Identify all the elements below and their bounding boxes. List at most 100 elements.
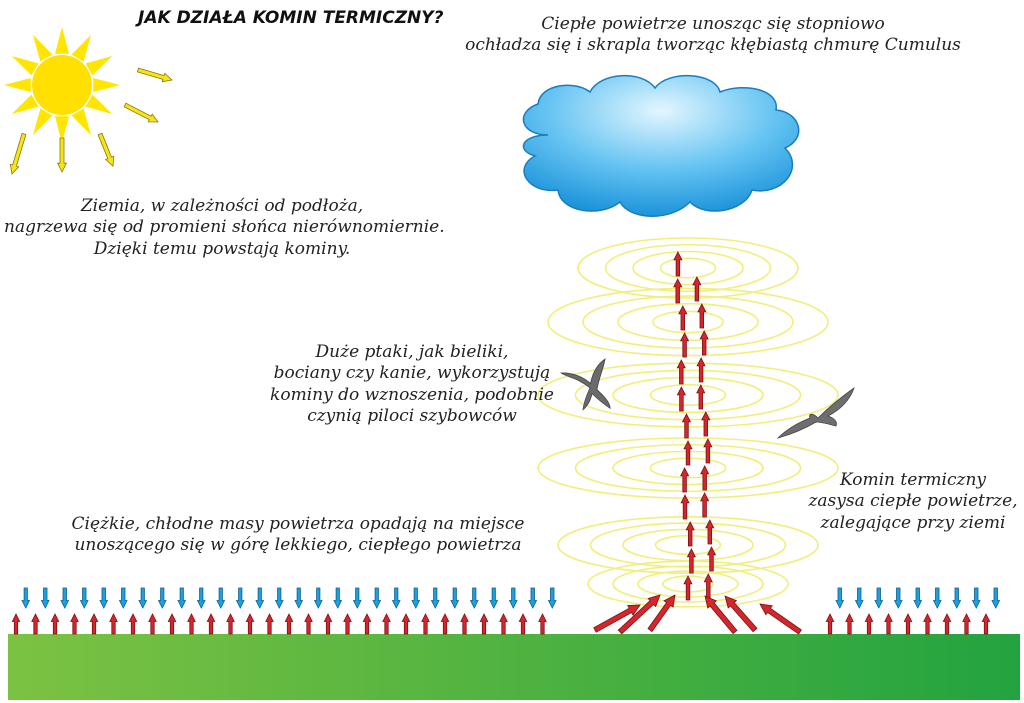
warm-air-arrow: [703, 438, 713, 464]
warm-air-arrow: [705, 519, 715, 545]
warm-air-arrow: [759, 603, 802, 635]
warm-air-arrow: [700, 492, 710, 518]
warm-air-arrow: [382, 613, 391, 635]
bird-icon: [559, 358, 611, 411]
warm-air-arrow: [109, 613, 118, 635]
warm-air-arrow: [593, 604, 641, 633]
cold-air-arrow: [391, 587, 401, 609]
sun-ray: [55, 116, 69, 143]
thermal-ring: [587, 560, 789, 608]
sun-ray-arrows: [9, 67, 173, 175]
warm-air-arrow: [679, 332, 690, 358]
sun-icon: [4, 27, 120, 143]
warm-air-arrow: [128, 613, 138, 635]
cold-air-arrow: [118, 587, 128, 609]
cold-air-arrow: [333, 587, 343, 609]
warm-air-arrow: [704, 595, 738, 635]
warm-air-arrow: [499, 613, 508, 635]
warm-air-arrow: [343, 613, 352, 635]
cold-air-arrow: [235, 587, 245, 609]
warm-air-arrow: [962, 613, 971, 635]
sun-ray: [71, 108, 91, 136]
warm-air-arrow: [706, 546, 717, 572]
thermal-ring: [582, 295, 794, 349]
warm-air-arrow: [686, 548, 696, 574]
cold-air-arrow: [893, 587, 903, 609]
sun-ray: [55, 27, 69, 54]
cold-air-arrow: [138, 587, 148, 609]
warm-air-arrow: [647, 594, 676, 633]
warm-air-arrow: [884, 613, 893, 635]
bird-icon: [776, 386, 855, 439]
cold-air-arrow: [21, 587, 31, 609]
warm-air-arrow: [673, 251, 683, 277]
thermal-ring: [649, 383, 727, 406]
sun-ray: [33, 34, 53, 62]
thermal-ring: [632, 250, 744, 286]
cold-air-arrow: [835, 587, 845, 609]
warm-air-arrow: [701, 411, 711, 437]
cold-air-arrow: [99, 587, 109, 609]
thermal-ring: [659, 257, 717, 279]
warm-air-arrow: [440, 613, 450, 635]
cold-air-arrow: [372, 587, 382, 609]
birds-caption: Duże ptaki, jak bieliki, bociany czy kan…: [270, 342, 554, 426]
cold-air-arrow: [40, 587, 50, 609]
warm-air-arrow: [89, 613, 99, 635]
warm-air-arrow: [724, 595, 758, 633]
sun-ray: [33, 108, 53, 136]
chimney-caption: Komin termiczny zasysa ciepłe powietrze,…: [808, 470, 1018, 533]
cold-air-arrow: [450, 587, 460, 609]
thermal-ring: [617, 302, 759, 342]
warm-air-arrow: [696, 384, 706, 410]
warm-air-arrow: [678, 305, 688, 331]
cold-air-arrow: [411, 587, 421, 609]
warm-air-arrow: [31, 613, 40, 635]
warm-air-arrow: [362, 613, 372, 635]
cold-air-arrow: [932, 587, 942, 609]
sun-ray-arrow: [9, 132, 27, 175]
thermal-ring: [547, 287, 829, 357]
sun-ray-arrow: [56, 137, 68, 173]
cloud-icon: [522, 75, 800, 217]
warm-air-arrow: [479, 613, 489, 635]
warm-air-arrow: [676, 386, 686, 412]
sun-ray: [11, 56, 39, 76]
warm-air-arrow: [864, 613, 874, 635]
warm-air-arrow: [845, 613, 854, 635]
warm-air-arrow: [518, 613, 528, 635]
warm-air-arrow: [680, 467, 690, 493]
cold-air-arrow: [79, 587, 89, 609]
warm-air-arrow: [187, 613, 196, 635]
page-title: JAK DZIAŁA KOMIN TERMICZNY?: [138, 8, 444, 28]
warm-air-arrow: [685, 521, 695, 547]
warm-air-arrow: [226, 613, 235, 635]
cold-air-arrow: [469, 587, 479, 609]
cold-air-arrow: [874, 587, 884, 609]
warm-air-arrow: [284, 613, 294, 635]
ground: [8, 634, 1020, 700]
warm-air-arrow: [50, 613, 60, 635]
warm-air-arrow: [696, 357, 706, 383]
warm-air-arrow: [401, 613, 411, 635]
warm-air-arrow: [206, 613, 216, 635]
sun-ray: [85, 94, 113, 114]
cold-air-arrow: [952, 587, 962, 609]
cold-air-arrow: [352, 587, 362, 609]
sun-ray: [93, 78, 120, 92]
thermal-ring: [557, 515, 819, 574]
cold-air-arrow: [274, 587, 284, 609]
warm-air-arrow: [700, 465, 710, 491]
warm-air-arrow: [923, 613, 932, 635]
warm-air-arrow: [538, 613, 547, 635]
warm-air-arrow: [673, 278, 683, 304]
warm-air-arrow: [265, 613, 274, 635]
thermal-ring: [612, 376, 764, 414]
warm-air-arrow: [825, 613, 835, 635]
warm-air-arrow: [167, 613, 177, 635]
warm-air-arrow: [683, 440, 693, 466]
cold-air-arrow: [913, 587, 923, 609]
cold-air-arrow: [528, 587, 538, 609]
earth-caption: Ziemia, w zależności od podłoża, nagrzew…: [4, 196, 445, 259]
